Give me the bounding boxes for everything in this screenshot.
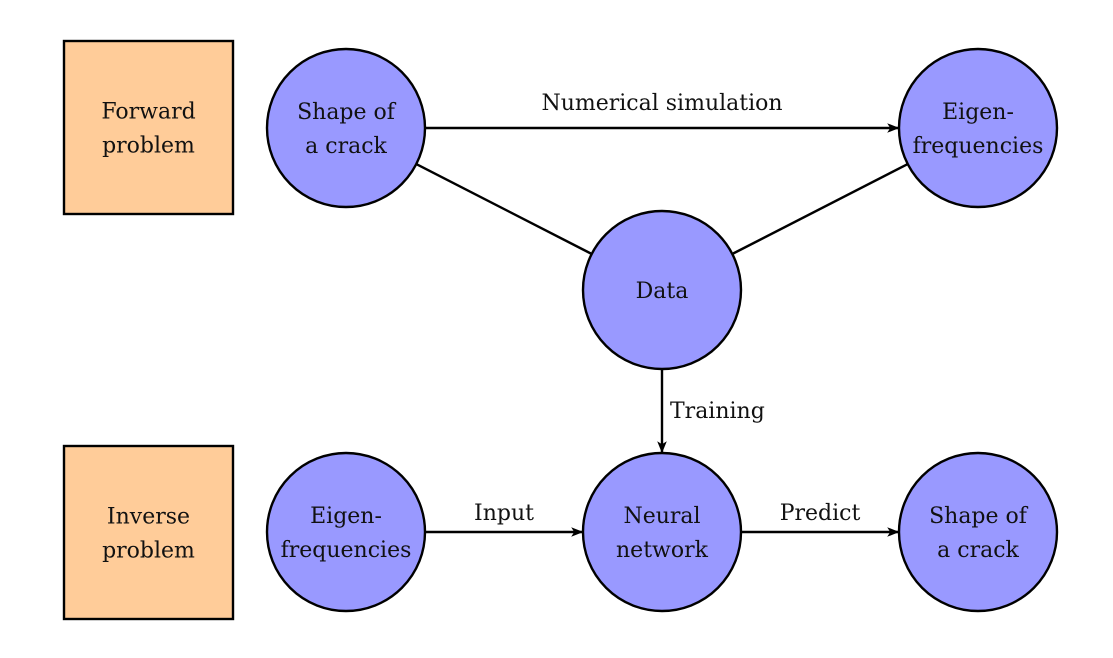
node-circle [581, 209, 743, 371]
node-eigen1-line-1: frequencies [913, 134, 1044, 159]
box-forward-problem: Forward problem [62, 39, 235, 216]
node-eigen1-line-0: Eigen- [942, 100, 1014, 125]
node-circle [897, 47, 1059, 209]
edge-label-shape1-eigen1: Numerical simulation [541, 91, 782, 116]
node-shape2-line-0: Shape of [929, 504, 1029, 529]
box-inverse-line-0: Inverse [107, 505, 190, 530]
box-shape [62, 444, 235, 621]
node-shape2-line-1: a crack [937, 538, 1019, 563]
box-inverse-line-1: problem [102, 539, 195, 564]
box-forward-line-1: problem [102, 134, 195, 159]
box-forward-line-0: Forward [101, 100, 195, 125]
edge-label-eigen2-nn: Input [474, 501, 534, 526]
node-eigen2: Eigen-frequencies [265, 451, 427, 613]
edge-label-nn-shape2: Predict [780, 501, 861, 526]
node-circle [897, 451, 1059, 613]
node-nn: Neural network [581, 451, 743, 613]
box-inverse-problem: Inverse problem [62, 444, 235, 621]
node-data: Data [581, 209, 743, 371]
edge-eigen1-data [732, 162, 909, 255]
node-data-line-0: Data [636, 279, 689, 304]
node-eigen2-line-1: frequencies [281, 538, 412, 563]
node-eigen2-line-0: Eigen- [310, 504, 382, 529]
node-circle [581, 451, 743, 613]
node-shape1-line-1: a crack [305, 134, 387, 159]
node-circle [265, 451, 427, 613]
node-shape1: Shape of a crack [265, 47, 427, 209]
node-shape2: Shape of a crack [897, 451, 1059, 613]
edge-shape1-data [415, 162, 592, 255]
node-eigen1: Eigen-frequencies [897, 47, 1059, 209]
node-nn-line-0: Neural [623, 504, 700, 529]
node-shape1-line-0: Shape of [297, 100, 397, 125]
node-nn-line-1: network [616, 538, 709, 563]
edge-label-data-nn: Training [670, 399, 765, 424]
node-circle [265, 47, 427, 209]
box-shape [62, 39, 235, 216]
